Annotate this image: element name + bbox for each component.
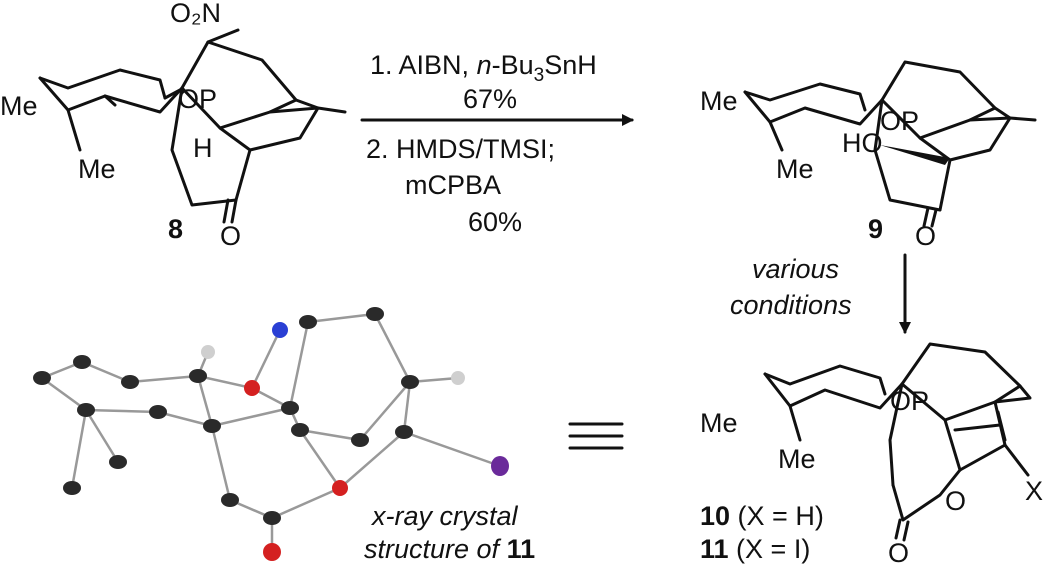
- c10-me2-label: Me: [778, 444, 816, 474]
- step1-yield: 67%: [463, 84, 517, 114]
- c8-me1-label: Me: [0, 91, 38, 121]
- c8-o-label: O: [220, 221, 241, 251]
- step2-yield: 60%: [468, 207, 522, 237]
- atom-carbon: [351, 433, 369, 447]
- c9-ho-label: HO: [842, 128, 883, 158]
- equivalence-sign: [568, 422, 624, 450]
- step2-line1: 2. HMDS/TMSI;: [366, 134, 555, 164]
- atom-carbon: [401, 375, 419, 389]
- c9-o-label: O: [915, 221, 936, 251]
- atom-nitrogen: [272, 322, 288, 338]
- compound-8: O₂N OP Me Me H O 8: [0, 0, 347, 251]
- c8-number: 8: [168, 214, 183, 244]
- c10-ring-o-label: O: [945, 486, 966, 516]
- down-arrow-line2: conditions: [730, 290, 852, 320]
- atom-carbon: [121, 375, 139, 389]
- reaction-arrow-group: 1. AIBN, n-Bu3SnH 67% 2. HMDS/TMSI; mCPB…: [360, 50, 634, 237]
- atom-carbon: [366, 307, 384, 321]
- compound-9: OP Me Me HO O 9: [700, 60, 1037, 251]
- atom-carbon: [109, 455, 127, 469]
- atom-carbon: [203, 419, 221, 433]
- c9-op-label: OP: [880, 106, 919, 136]
- atom-oxygen: [263, 543, 281, 561]
- step1-conditions: 1. AIBN, n-Bu3SnH: [370, 50, 597, 86]
- c8-h-label: H: [193, 133, 213, 163]
- down-arrow-group: various conditions: [730, 253, 911, 334]
- atom-carbon: [263, 511, 281, 525]
- atom-carbon: [63, 481, 81, 495]
- atom-carbon: [77, 403, 95, 417]
- label-10: 10 (X = H): [700, 501, 824, 531]
- c10-me1-label: Me: [700, 408, 738, 438]
- xray-atoms: [33, 307, 509, 561]
- atom-iodine: [491, 456, 509, 476]
- atom-carbon: [149, 405, 167, 419]
- xray-caption-line1: x-ray crystal: [370, 501, 519, 531]
- atom-carbon: [221, 493, 239, 507]
- compound-10-11: OP Me Me O O X 10 (X = H) 11 (X = I): [700, 342, 1043, 568]
- c10-op-label: OP: [890, 386, 929, 416]
- label-11: 11 (X = I): [700, 534, 810, 564]
- atom-hydrogen: [201, 345, 215, 359]
- atom-carbon: [291, 423, 309, 437]
- xray-structure: x-ray crystal structure of 11: [33, 307, 535, 564]
- down-arrow-line1: various: [752, 254, 839, 284]
- c9-number: 9: [868, 214, 883, 244]
- atom-hydrogen: [451, 371, 465, 385]
- c8-me2-label: Me: [78, 154, 116, 184]
- step2-line2: mCPBA: [405, 170, 501, 200]
- c8-no2-label: O₂N: [170, 0, 221, 28]
- xray-caption-line2: structure of 11: [364, 534, 535, 564]
- atom-carbon: [189, 369, 207, 383]
- atom-carbon: [73, 355, 91, 369]
- c8-op-label: OP: [178, 84, 217, 114]
- c10-x-label: X: [1025, 476, 1043, 506]
- c9-me2-label: Me: [776, 154, 814, 184]
- atom-oxygen: [332, 480, 348, 496]
- c10-carbonyl-o-label: O: [888, 538, 909, 568]
- c9-me1-label: Me: [700, 86, 738, 116]
- atom-carbon: [281, 401, 299, 415]
- atom-oxygen: [244, 380, 260, 396]
- atom-carbon: [299, 315, 317, 329]
- atom-carbon: [395, 425, 413, 439]
- atom-carbon: [33, 371, 51, 385]
